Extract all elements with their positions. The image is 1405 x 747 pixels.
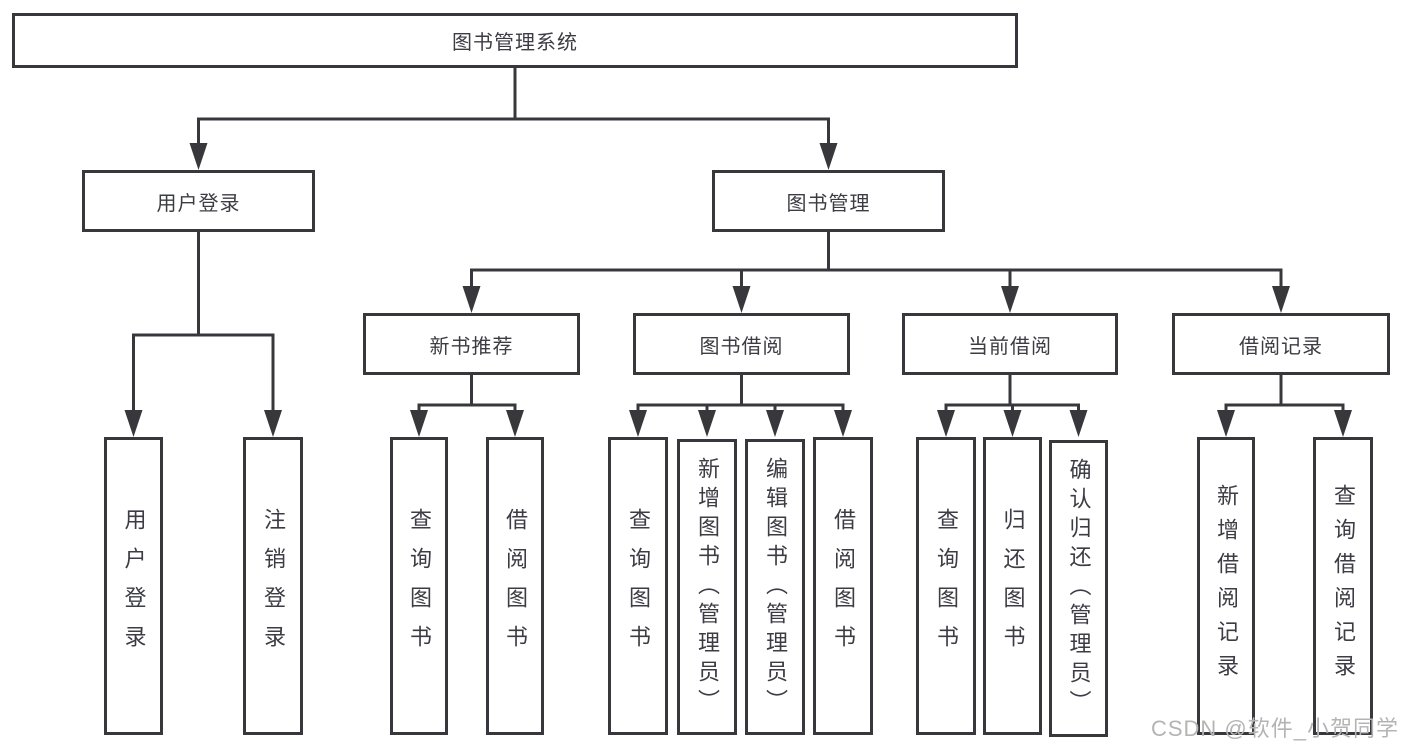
node-current-borrowing-label: 当前借阅 [968,335,1052,358]
arrowheads [124,143,1352,437]
leaf-bb-add-books-admin: 新增图书（管理员） [677,439,737,735]
leaf-cb-return-books: 归还图书 [983,437,1042,735]
node-book-management: 图书管理 [712,170,945,232]
connector-current-borrowing [944,375,1080,413]
leaf-bb-query-books: 查询图书 [608,437,668,735]
node-book-management-label: 图书管理 [786,192,871,215]
connector-borrowing-records [1224,375,1345,413]
leaf-br-add-record: 新增借阅记录 [1197,437,1255,735]
node-new-book-recommend-label: 新书推荐 [429,335,514,358]
leaf-cb-confirm-return-admin: 确认归还（管理员） [1049,440,1108,737]
connector-root [197,68,830,146]
connector-book-borrowing [636,375,845,413]
leaf-nb-borrow-books: 借阅图书 [486,437,544,735]
node-book-borrowing-label: 图书借阅 [699,335,784,358]
connector-new-book-recommend [417,375,517,413]
node-borrowing-records-label: 借阅记录 [1239,335,1323,358]
leaf-br-query-record: 查询借阅记录 [1313,437,1373,735]
connector-book-management [470,232,1283,289]
node-root-label: 图书管理系统 [452,32,578,54]
node-user-login-label: 用户登录 [156,192,241,215]
leaf-user-login: 用户登录 [104,437,163,735]
leaf-bb-edit-books-admin: 编辑图书（管理员） [745,439,805,735]
leaf-nb-query-books: 查询图书 [390,437,448,735]
node-book-borrowing: 图书借阅 [633,313,850,375]
leaf-cb-query-books: 查询图书 [916,437,976,735]
leaf-logout: 注销登录 [243,437,303,735]
leaf-bb-borrow-books: 借阅图书 [813,437,873,735]
watermark: CSDN @软件_小贺同学 [1150,716,1399,741]
node-borrowing-records: 借阅记录 [1172,313,1390,375]
node-new-book-recommend: 新书推荐 [363,313,580,375]
node-user-login: 用户登录 [82,170,315,232]
node-current-borrowing: 当前借阅 [902,313,1118,375]
node-root: 图书管理系统 [12,13,1018,68]
connector-user-login [132,232,275,413]
